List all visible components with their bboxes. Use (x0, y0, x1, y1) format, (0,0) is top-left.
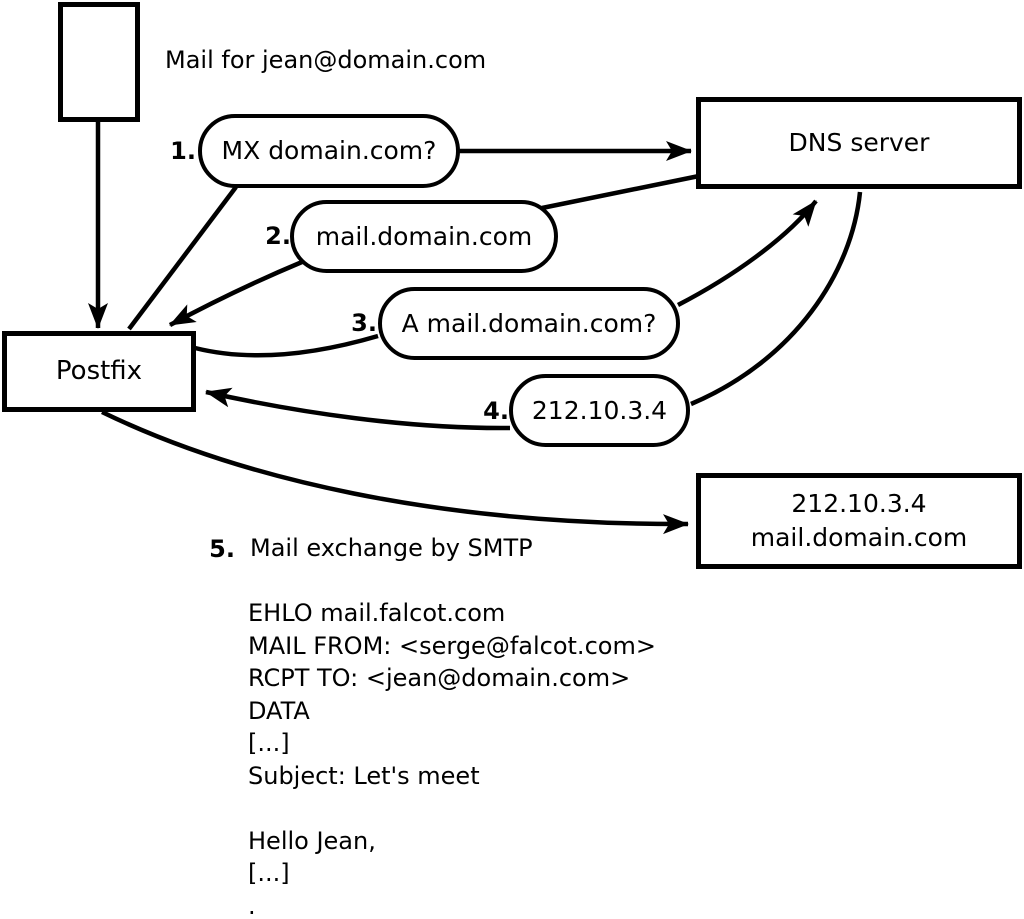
smtp-line: EHLO mail.falcot.com (248, 599, 506, 627)
mail-caption: Mail for jean@domain.com (165, 46, 487, 74)
smtp-transcript: EHLO mail.falcot.com MAIL FROM: <serge@f… (248, 597, 656, 919)
arrow-step2-to-postfix (168, 259, 303, 327)
step5-number: 5. (209, 535, 235, 563)
smtp-line: Subject: Let's meet (248, 761, 480, 790)
step1-number: 1. (170, 137, 196, 165)
smtp-line: RCPT TO: <jean@domain.com> (248, 664, 631, 692)
smtp-line: [...] (248, 729, 290, 757)
step2-number: 2. (265, 222, 291, 250)
dns-server-label: DNS server (788, 128, 930, 157)
step3-pill: A mail.domain.com? (378, 287, 680, 360)
step1-label: MX domain.com? (221, 136, 437, 165)
smtp-line (248, 792, 656, 825)
arrow-step4-to-postfix (205, 387, 511, 431)
step4-number: 4. (483, 397, 509, 425)
arrow-step3-to-dns (676, 199, 818, 307)
postfix-node: Postfix (2, 331, 196, 412)
mailserver-node: 212.10.3.4 mail.domain.com (696, 473, 1022, 569)
step1-pill: MX domain.com? (198, 114, 460, 188)
line-postfix-to-step1 (127, 185, 238, 331)
step5-label: Mail exchange by SMTP (250, 534, 533, 562)
arrow-postfix-to-mailserver (101, 409, 689, 535)
step4-pill: 212.10.3.4 (509, 374, 690, 447)
mail-message-icon (58, 2, 140, 122)
line-dns-to-step2 (541, 173, 700, 211)
smtp-line: [...] (248, 859, 290, 887)
step3-label: A mail.domain.com? (401, 308, 657, 338)
dns-server-node: DNS server (696, 97, 1022, 189)
mailserver-hostname: mail.domain.com (750, 523, 968, 552)
smtp-line: DATA (248, 696, 310, 725)
mailserver-ip: 212.10.3.4 (791, 489, 927, 518)
line-postfix-to-step3 (194, 333, 379, 358)
step3-number: 3. (351, 309, 377, 337)
smtp-line: . (248, 891, 256, 919)
smtp-line: Hello Jean, (248, 826, 376, 855)
step4-label: 212.10.3.4 (531, 395, 668, 425)
line-dns-to-step4 (690, 191, 863, 407)
smtp-line: MAIL FROM: <serge@falcot.com> (248, 631, 656, 660)
postfix-label: Postfix (55, 355, 143, 386)
step2-pill: mail.domain.com (290, 200, 558, 273)
step2-label: mail.domain.com (315, 221, 533, 251)
